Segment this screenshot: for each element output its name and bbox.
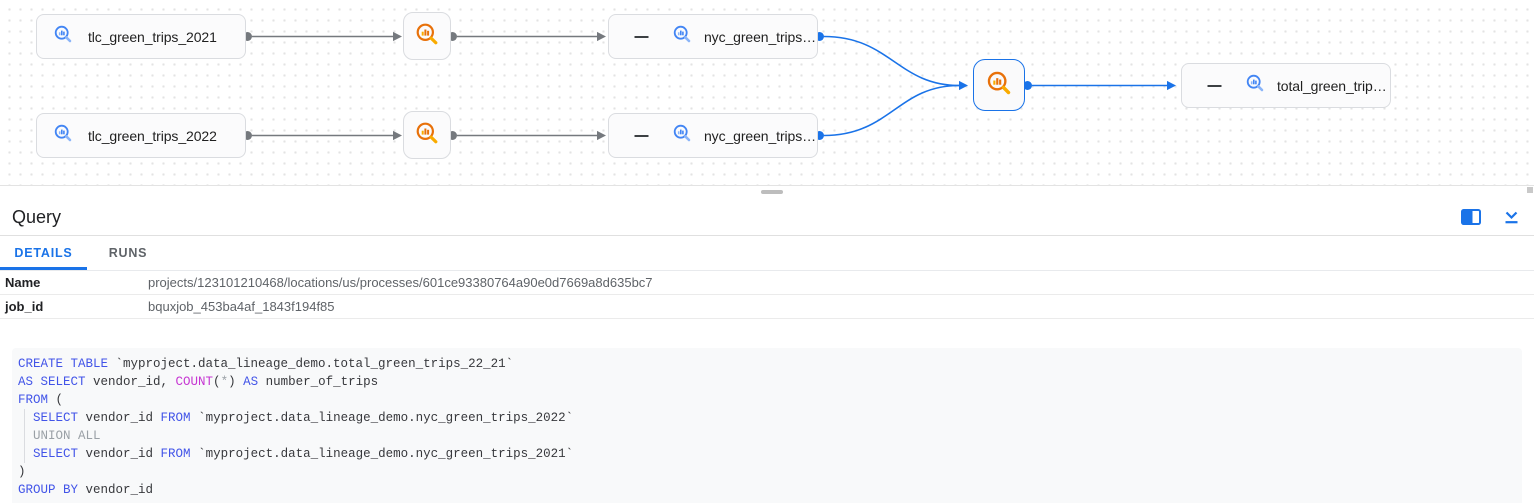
node-nyc-green-trips-bottom[interactable]: nyc_green_trips… — [608, 113, 818, 158]
sql-code-block[interactable]: CREATE TABLE `myproject.data_lineage_dem… — [12, 348, 1522, 503]
query-process-icon — [985, 69, 1013, 102]
open-side-panel-button[interactable] — [1458, 204, 1484, 230]
bigquery-table-icon — [1245, 73, 1265, 98]
process-node-2[interactable] — [403, 111, 451, 159]
arrowhead — [597, 130, 606, 141]
panel-resizer[interactable] — [0, 186, 1534, 199]
indent-guide — [24, 409, 25, 463]
process-node-1[interactable] — [403, 12, 451, 60]
sql-code: CREATE TABLE `myproject.data_lineage_dem… — [18, 357, 574, 497]
lineage-graph[interactable]: tlc_green_trips_2021 nyc_gr — [0, 0, 1534, 186]
port-out-selected[interactable] — [1023, 81, 1032, 90]
tab-runs[interactable]: RUNS — [108, 246, 148, 260]
lineage-edges — [243, 31, 1176, 141]
bigquery-table-icon — [672, 123, 692, 148]
drag-handle[interactable] — [761, 190, 783, 194]
node-tlc-green-trips-2021[interactable]: tlc_green_trips_2021 — [36, 14, 246, 59]
node-tlc-green-trips-2022[interactable]: tlc_green_trips_2022 — [36, 113, 246, 158]
node-label: tlc_green_trips_2021 — [88, 28, 217, 45]
collapse-dash-icon[interactable] — [1207, 78, 1222, 94]
arrowhead — [597, 31, 606, 42]
bigquery-table-icon — [672, 24, 692, 49]
detail-row-job-id: job_id bquxjob_453ba4af_1843f194f85 — [0, 295, 1534, 319]
tab-bar: DETAILS RUNS — [0, 236, 1534, 271]
collapse-dash-icon[interactable] — [634, 29, 649, 45]
node-label: nyc_green_trips… — [704, 28, 817, 45]
bigquery-table-icon — [53, 24, 73, 49]
detail-value: bquxjob_453ba4af_1843f194f85 — [148, 299, 335, 314]
arrowhead — [393, 130, 402, 141]
node-label: nyc_green_trips… — [704, 127, 817, 144]
detail-row-name: Name projects/123101210468/locations/us/… — [0, 271, 1534, 295]
node-total-green-trips[interactable]: total_green_trip… — [1181, 63, 1391, 108]
process-node-selected[interactable] — [973, 59, 1025, 111]
detail-value: projects/123101210468/locations/us/proce… — [148, 275, 653, 290]
header-actions — [1458, 204, 1524, 230]
collapse-panel-button[interactable] — [1498, 204, 1524, 230]
arrowhead — [959, 80, 968, 91]
node-label: tlc_green_trips_2022 — [88, 127, 217, 144]
scrollbar-thumb[interactable] — [1527, 187, 1533, 193]
arrowhead — [1167, 80, 1176, 91]
collapse-chevron-icon — [1505, 211, 1517, 223]
panel-title: Query — [12, 206, 62, 227]
query-process-icon — [414, 120, 440, 151]
node-label: total_green_trip… — [1277, 77, 1387, 94]
arrowhead — [393, 31, 402, 42]
edge-nyc-top-selected — [823, 35, 960, 87]
tab-details[interactable]: DETAILS — [0, 236, 87, 270]
node-nyc-green-trips-top[interactable]: nyc_green_trips… — [608, 14, 818, 59]
query-process-icon — [414, 21, 440, 52]
side-panel-icon — [1461, 209, 1481, 225]
edge-nyc-bottom-selected — [823, 84, 960, 137]
detail-label: Name — [5, 275, 41, 290]
bigquery-table-icon — [53, 123, 73, 148]
query-details-panel: Query DETAILS RUNS Name projects/1231012… — [0, 199, 1534, 503]
detail-label: job_id — [5, 299, 44, 314]
collapse-dash-icon[interactable] — [634, 128, 649, 144]
panel-header: Query — [0, 199, 1534, 236]
